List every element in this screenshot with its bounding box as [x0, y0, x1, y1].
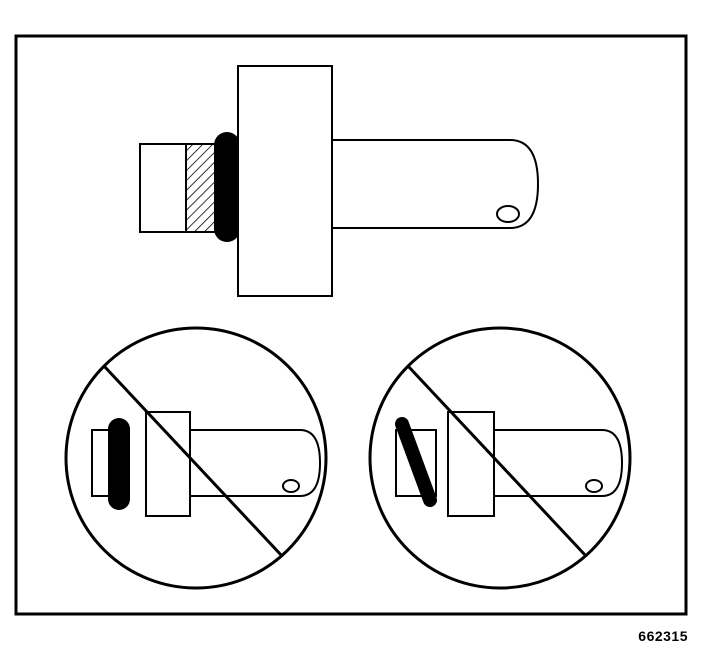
o-ring-seal [108, 418, 130, 510]
incorrect-seal-position-panel [64, 326, 328, 590]
prohibition-circle [64, 326, 328, 590]
tube-end [496, 205, 520, 223]
tube-end [585, 479, 603, 493]
prohibition-circle [368, 326, 632, 590]
incorrect-seal-tilted-panel [368, 326, 632, 590]
backup-ring [185, 143, 219, 233]
prohibition-slash [102, 364, 284, 558]
prohibition-slash [406, 364, 588, 558]
tube [330, 139, 540, 229]
o-ring-seal [214, 132, 240, 242]
tube [188, 429, 322, 497]
flange-nut [145, 411, 191, 517]
figure-id-label: 662315 [638, 628, 688, 644]
tilted-o-ring-seal [395, 417, 437, 507]
fitting-end [139, 143, 187, 233]
flange-nut [447, 411, 495, 517]
correct-installation-panel [139, 65, 540, 297]
figure-border [14, 34, 688, 616]
flange-nut [237, 65, 333, 297]
tube-end [282, 479, 300, 493]
tube [494, 429, 624, 497]
